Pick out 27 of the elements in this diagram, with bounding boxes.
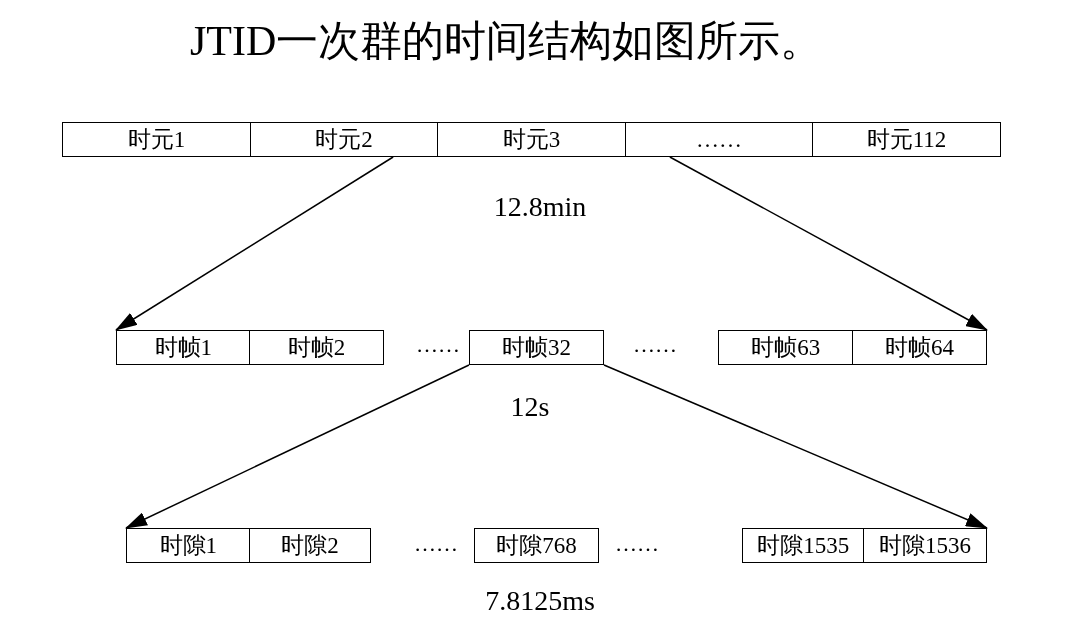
slot-cell: 时隙1536 [863, 528, 987, 563]
frame-cell: 时帧64 [852, 330, 987, 365]
arrow [115, 156, 394, 331]
ellipsis-text: …… [416, 332, 460, 358]
epoch-cell: 时元2 [249, 122, 439, 157]
slot-cell: 时隙768 [474, 528, 599, 563]
arrow [125, 364, 470, 529]
frame-cell: 时帧1 [116, 330, 251, 365]
slot-cell: 时隙1535 [742, 528, 865, 563]
frame-cell: 时帧63 [718, 330, 854, 365]
frame-cell: 时帧32 [469, 330, 604, 365]
duration-label: 7.8125ms [485, 584, 595, 618]
duration-label: 12s [510, 390, 550, 424]
slot-cell: 时隙2 [249, 528, 371, 563]
epoch-cell: 时元112 [812, 122, 1001, 157]
arrow [669, 156, 988, 331]
arrow [603, 364, 988, 529]
duration-label: 12.8min [493, 190, 587, 224]
title: JTID一次群的时间结构如图所示。 [190, 17, 823, 66]
epoch-cell: 时元1 [62, 122, 251, 157]
ellipsis-text: …… [615, 531, 659, 557]
ellipsis-text: …… [414, 531, 458, 557]
ellipsis-text: …… [633, 332, 677, 358]
ellipsis-cell: …… [624, 122, 814, 157]
frame-cell: 时帧2 [249, 330, 384, 365]
slot-cell: 时隙1 [126, 528, 251, 563]
epoch-cell: 时元3 [437, 122, 626, 157]
